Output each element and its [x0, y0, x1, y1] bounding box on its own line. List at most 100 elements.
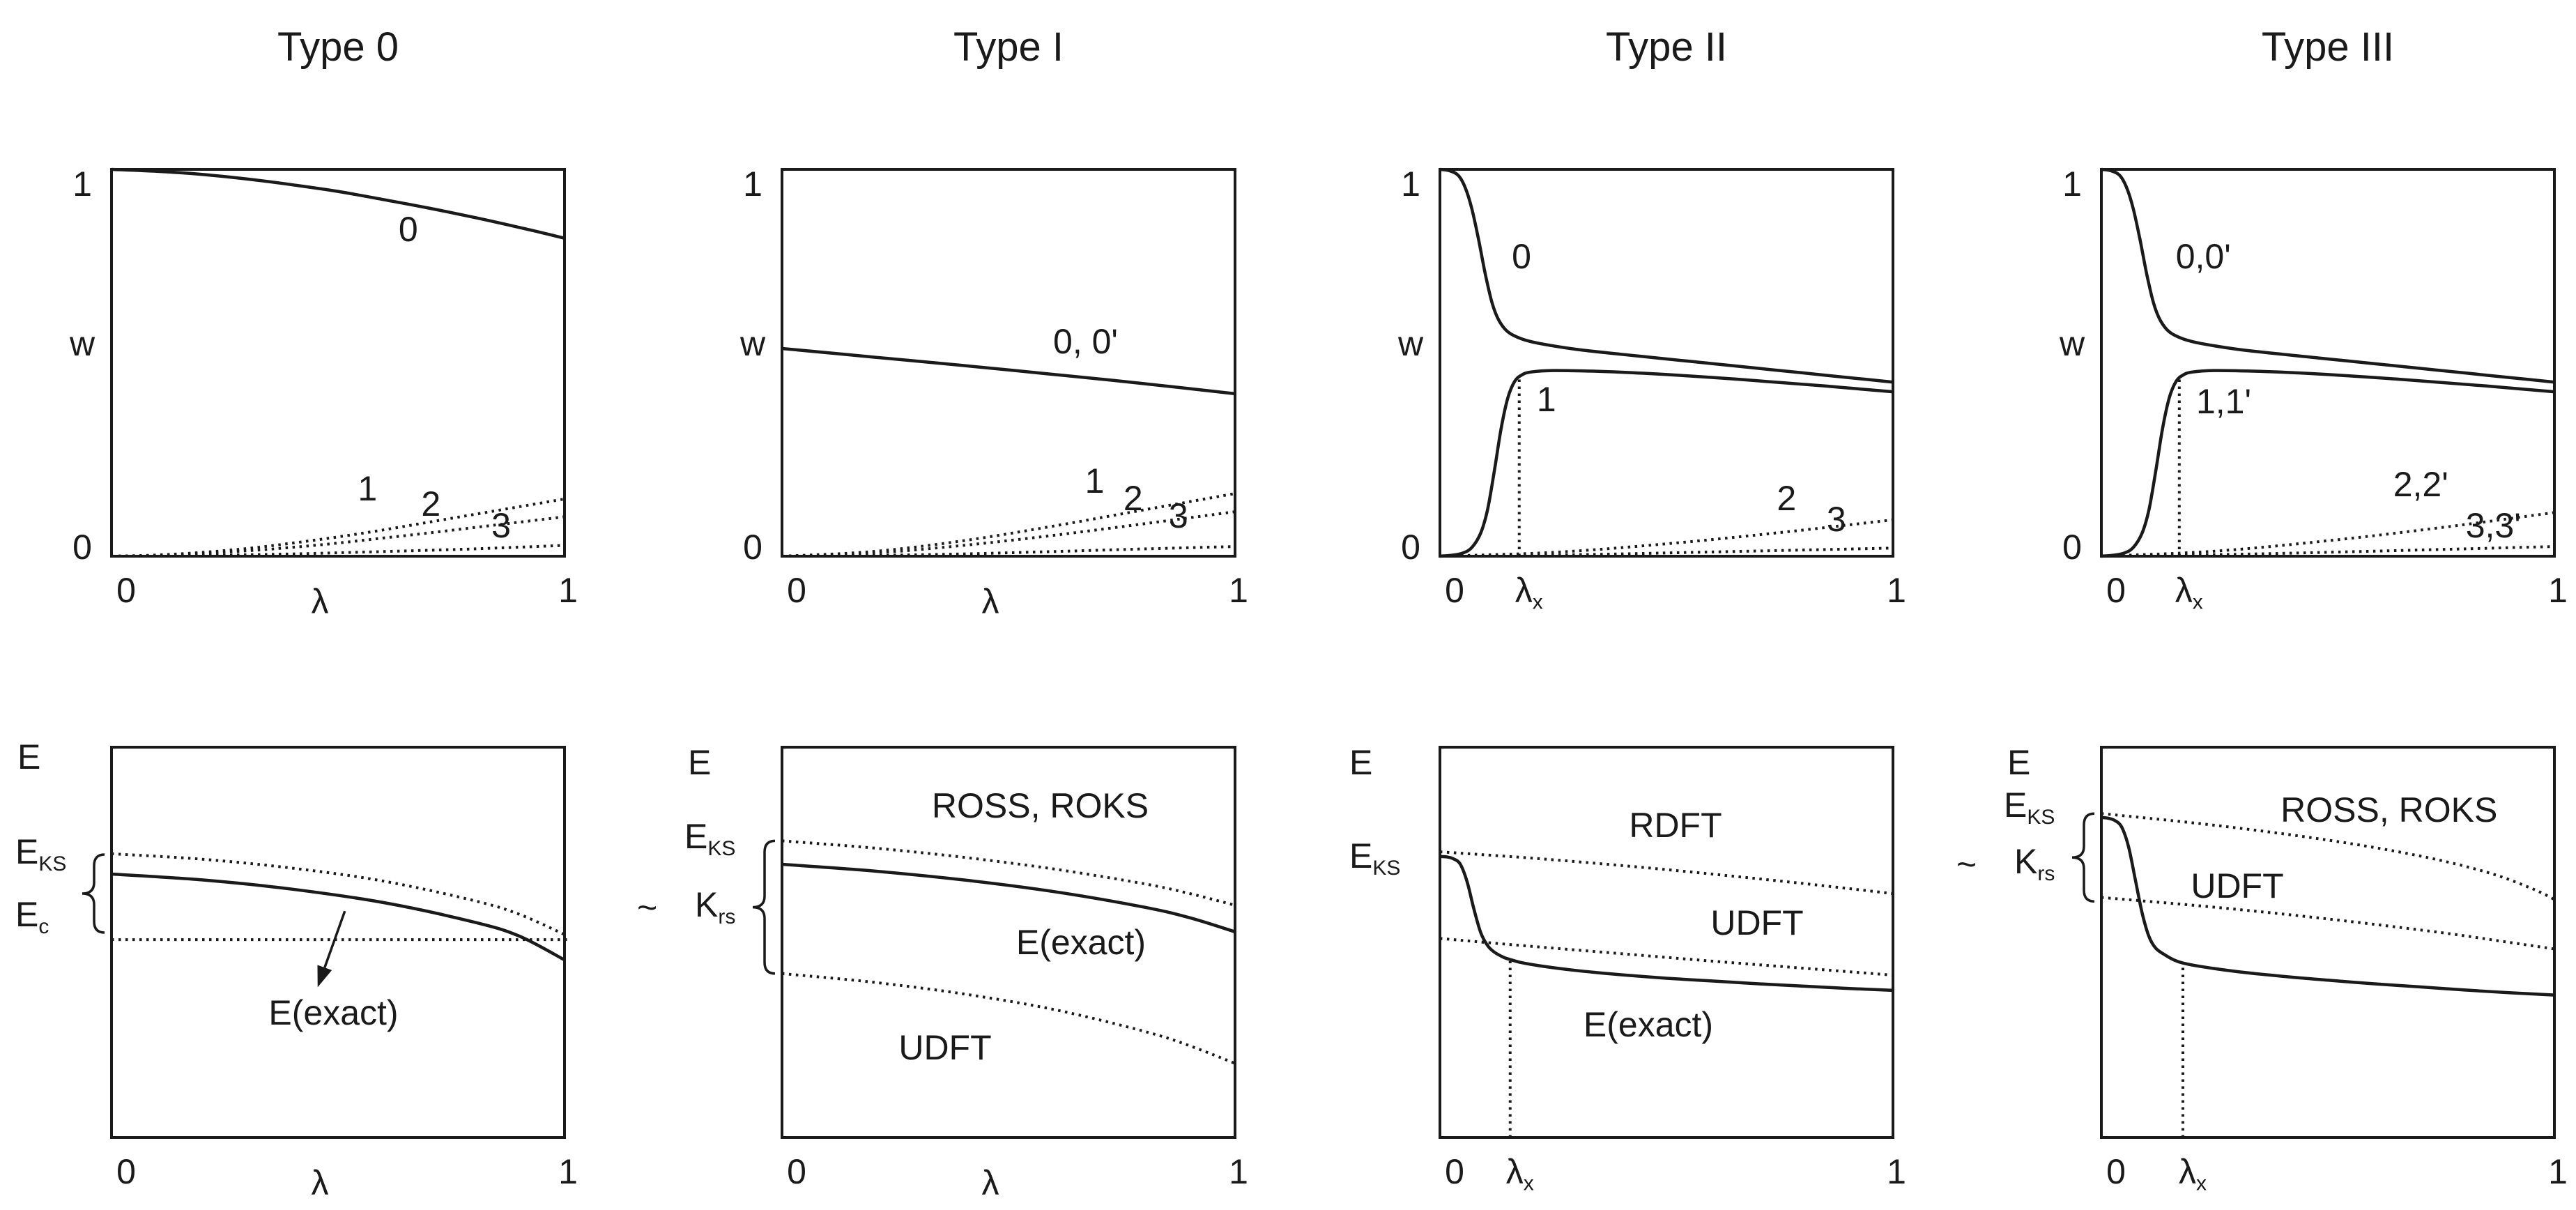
- type3-e-curve-label-ross-roks: ROSS, ROKS: [2280, 792, 2497, 827]
- type0-e-series-e-exact: [111, 872, 566, 962]
- type2-w-xtick-0-text: 0: [1445, 571, 1464, 610]
- type0-w-xtick-1-text: 1: [558, 571, 578, 610]
- type2-w-xtick-1: 1: [1887, 573, 1906, 608]
- type0-e-arrow-line: [323, 910, 346, 968]
- type0-w-ytick-1: 1: [72, 167, 92, 201]
- type3-e-brace: [2071, 812, 2095, 903]
- type1-w-curve-label-state-1: 1: [1085, 464, 1105, 498]
- type3-e-series-e-exact: [2101, 815, 2555, 997]
- type1-e-xtick-0: 0: [787, 1154, 806, 1189]
- type1-e-curve-label-e-exact: E(exact): [1016, 925, 1146, 960]
- type3-e-xtick-λx-text: x: [2196, 1172, 2207, 1195]
- type3-w-series-state-0-0p: [2101, 167, 2555, 384]
- type2-w-xtick-λx: λx: [1515, 573, 1543, 613]
- type1-e-xtick-1: 1: [1229, 1154, 1248, 1189]
- type3-w-curve-label-state-2-2p-text: 2,2': [2393, 465, 2448, 505]
- type0-e-ec-label-text: c: [38, 914, 49, 938]
- type3-w-curve-label-state-1-1p-text: 1,1': [2195, 382, 2252, 421]
- type2-w-ytick-0-text: 0: [1401, 528, 1420, 567]
- type1-e-krs-label-text: K: [695, 884, 719, 924]
- column-title-type-ii: Type II: [1605, 24, 1728, 70]
- type3-w-xtick-1-text: 1: [2548, 571, 2568, 610]
- type3-e-krs-label: Krs: [2014, 844, 2055, 884]
- type1-w-xtick-1-text: 1: [1229, 571, 1248, 610]
- type0-e-ec-label: Ec: [15, 897, 49, 937]
- type2-e-curve-label-udft-text: UDFT: [1710, 903, 1804, 942]
- type0-w-curve-label-state-2-text: 2: [421, 484, 441, 524]
- type3-w-xtick-λx: λx: [2175, 573, 2203, 613]
- type3-w-ytick-1-text: 1: [2062, 164, 2082, 204]
- type0-w-curve-label-state-2: 2: [421, 487, 440, 521]
- type1-w-series-state-0-0p: [781, 346, 1236, 396]
- type3-w-frame: [2100, 168, 2556, 558]
- type2-w-curve-label-state-0-text: 0: [1512, 236, 1531, 276]
- type1-e-xaxis-label: λ: [982, 1165, 999, 1200]
- type2-w-yaxis-label-text: w: [1397, 323, 1424, 363]
- type2-e-xtick-λx-text: λ: [1505, 1152, 1524, 1191]
- type0-w-curve-label-state-1: 1: [358, 471, 377, 506]
- type2-w-curve-label-state-3-text: 3: [1826, 500, 1846, 539]
- type0-e-xtick-0-text: 0: [116, 1152, 136, 1191]
- type0-w-series-state-2: [111, 515, 565, 558]
- type3-e-xtick-1-text: 1: [2548, 1152, 2568, 1191]
- type2-w-curve-label-state-0: 0: [1512, 239, 1531, 274]
- type2-e-xtick-λx: λx: [1506, 1154, 1534, 1195]
- type1-w-frame: [781, 168, 1236, 558]
- type0-e-curve-label-e-exact: E(exact): [268, 995, 398, 1030]
- type1-w-ytick-0-text: 0: [743, 528, 762, 567]
- type2-e-xtick-1-text: 1: [1887, 1152, 1906, 1191]
- type3-e-curve-label-udft: UDFT: [2191, 868, 2283, 903]
- column-title-type-i: Type I: [953, 24, 1064, 70]
- type0-e-xaxis-label: λ: [312, 1165, 329, 1200]
- type0-e-e-axis-label-text: E: [17, 737, 41, 776]
- type3-e-e-axis-label: E: [2007, 745, 2030, 780]
- type2-e-e-axis-label-text: E: [1349, 743, 1373, 783]
- type2-w-ytick-1-text: 1: [1401, 164, 1420, 204]
- type1-e-xaxis-label-text: λ: [981, 1163, 999, 1202]
- type2-e-eks-label-text: KS: [1372, 856, 1401, 880]
- type1-w-xaxis-label-text: λ: [981, 582, 999, 621]
- type3-e-xtick-λx-text: λ: [2179, 1152, 2196, 1191]
- type1-w-xtick-1: 1: [1229, 573, 1248, 608]
- type1-w-series-state-1: [781, 492, 1236, 558]
- type3-w-curve-label-state-0-0p: 0,0': [2176, 239, 2231, 274]
- type1-e-curve-label-udft: UDFT: [898, 1030, 991, 1065]
- type1-e-frame: [781, 746, 1236, 1139]
- type1-e-xtick-1-text: 1: [1229, 1152, 1248, 1191]
- type2-w-ytick-0: 0: [1401, 530, 1420, 565]
- type1-w-curve-label-state-3-text: 3: [1168, 496, 1188, 535]
- type2-e-xtick-1: 1: [1887, 1154, 1906, 1189]
- type2-w-xtick-0: 0: [1445, 573, 1464, 608]
- type0-w-xaxis-label: λ: [312, 584, 329, 619]
- type1-w-curve-label-state-1-text: 1: [1084, 461, 1105, 500]
- type1-e-series-udft: [781, 972, 1236, 1065]
- type0-w-curve-label-state-3: 3: [491, 508, 511, 543]
- type1-e-tilde-label: ~: [637, 890, 657, 925]
- type1-e-eks-label-text: KS: [707, 836, 736, 860]
- type2-w-series-state-0: [1439, 167, 1894, 384]
- type1-w-yaxis-label: w: [740, 326, 765, 361]
- type2-w-curve-label-state-2-text: 2: [1777, 478, 1797, 518]
- type0-w-curve-label-state-0: 0: [399, 212, 418, 247]
- type0-w-xtick-1: 1: [558, 573, 578, 608]
- type3-e-e-axis-label-text: E: [2007, 743, 2031, 783]
- type0-e-e-axis-label: E: [17, 740, 40, 774]
- type1-w-xtick-0: 0: [787, 573, 806, 608]
- type1-w-yaxis-label-text: w: [739, 323, 766, 363]
- column-title-type-iii: Type III: [2261, 24, 2395, 70]
- type0-w-curve-label-state-3-text: 3: [491, 505, 511, 545]
- type1-e-series-ross-roks: [781, 839, 1236, 907]
- type0-w-ytick-0: 0: [72, 530, 92, 565]
- type0-w-yaxis-label-text: w: [69, 323, 95, 363]
- type2-w-xtick-1-text: 1: [1887, 571, 1906, 610]
- type1-w-curve-label-state-3: 3: [1169, 498, 1188, 533]
- type1-e-e-axis-label-text: E: [688, 743, 712, 783]
- type2-e-e-axis-label: E: [1349, 745, 1372, 780]
- type0-e-eks-label-text: E: [15, 832, 39, 872]
- type0-e-eks-label-text: KS: [38, 852, 67, 875]
- type2-e-xtick-0-text: 0: [1445, 1152, 1464, 1191]
- type0-w-xtick-0-text: 0: [116, 571, 136, 610]
- type3-e-frame: [2100, 746, 2556, 1139]
